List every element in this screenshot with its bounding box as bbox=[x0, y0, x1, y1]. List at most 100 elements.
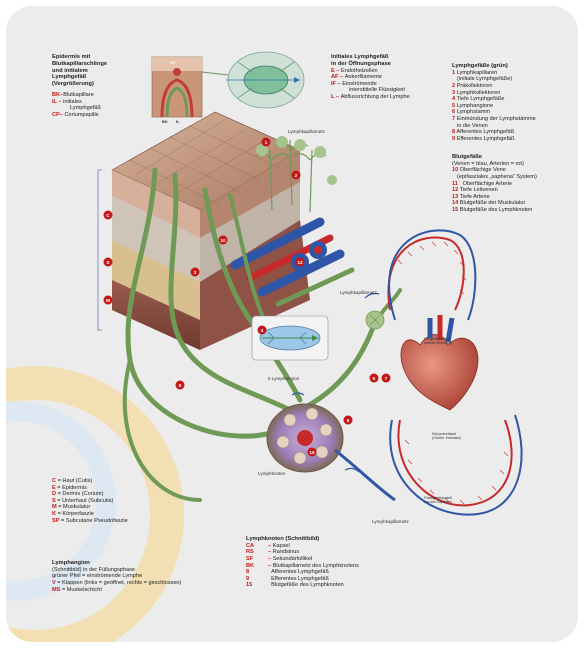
svg-text:1: 1 bbox=[265, 140, 268, 146]
marker-1: 1 bbox=[262, 138, 271, 147]
lymph-node-title: Lymphknoten (Schnittbild) bbox=[246, 536, 396, 543]
blood-legend-12: 12 Tiefe Leitvenen bbox=[452, 187, 572, 194]
label-koerperkreislauf-2: (Großer Kreislauf) bbox=[432, 436, 461, 440]
blood-legend-sub: (Venen = blau, Arterien = rot) bbox=[452, 161, 572, 168]
node-legend-sf: SF– Sekundärfollikel bbox=[246, 556, 396, 563]
blood-legend-title: Blutgefäße bbox=[452, 154, 572, 161]
lymph-legend-6: 6 Lymphstamm bbox=[452, 109, 562, 116]
lymph-legend-block: Lymphgefäße (grün) 1 Lymphkapillaren (in… bbox=[452, 63, 562, 142]
lymphangion-inset bbox=[252, 316, 328, 360]
label-cp: CP bbox=[170, 60, 176, 65]
lymph-node-block: Lymphknoten (Schnittbild) CA– Kapsel RS–… bbox=[246, 536, 396, 589]
lymph-legend-2: 2 Präkollektoren bbox=[452, 83, 562, 90]
layer-bracket bbox=[98, 170, 102, 330]
epidermis-title-2: Blutkapillarschlinge bbox=[52, 61, 142, 68]
label-lymphkapillarnetz-top: Lymphkapillarnetz bbox=[288, 129, 325, 134]
svg-text:10: 10 bbox=[220, 238, 226, 244]
layers-legend-sp: SP = Subcutane Pseudofaszie bbox=[52, 518, 172, 525]
initial-legend-e: E – Endothelzellen bbox=[331, 68, 441, 75]
marker-4: 4 bbox=[258, 326, 267, 335]
initial-legend-if: IF – Einströmende bbox=[331, 81, 441, 88]
epidermis-magnification bbox=[152, 57, 202, 117]
label-lungenkreislauf-2: (kleiner Kreislauf) bbox=[424, 341, 452, 345]
lymph-legend-4: 4 Tiefe Lymphgefäße bbox=[452, 96, 562, 103]
marker-6: 6 bbox=[370, 374, 379, 383]
marker-S: S bbox=[104, 258, 113, 267]
lymph-legend-7-cont: in die Venen bbox=[452, 123, 562, 130]
marker-8: 8 bbox=[176, 381, 185, 390]
blood-legend-10-cont: (epifasziales „saphena“ System) bbox=[452, 174, 572, 181]
node-legend-8: 8 Afferentes Lymphgefäß bbox=[246, 569, 396, 576]
svg-text:15: 15 bbox=[309, 450, 315, 456]
epidermis-block: Epidermis mit Blutkapillarschlinge und i… bbox=[52, 54, 142, 118]
label-lymphkapillarnetz-mid: Lymphkapillarnetz bbox=[340, 290, 377, 295]
blood-legend-11: 11 Oberflächige Arterie bbox=[452, 181, 572, 188]
label-fluessig-2: aus den Kapillaren bbox=[424, 500, 452, 504]
blood-legend-13: 13 Tiefe Arterie bbox=[452, 194, 572, 201]
lymph-legend-8: 8 Afferentes Lymphgefäß bbox=[452, 129, 562, 136]
epidermis-title-5: (Vergrößerung) bbox=[52, 81, 142, 88]
lymph-legend-7: 7 Einmündung der Lymphstämme bbox=[452, 116, 562, 123]
blood-legend-15: 15 Blutgefäße des Lymphknoten bbox=[452, 207, 572, 214]
epidermis-legend-il-cont: Lymphgefäß bbox=[52, 105, 142, 112]
lymphangion-block: Lymphangion (Schnittbild) in der Füllung… bbox=[52, 560, 232, 593]
epidermis-legend-il: IL – initiales bbox=[52, 99, 142, 106]
label-bk: BK bbox=[162, 119, 168, 124]
lymph-legend-5: 5 Lymphangione bbox=[452, 103, 562, 110]
blood-legend-10: 10 Oberflächige Vene bbox=[452, 167, 572, 174]
initial-lymph-vessel-magnification bbox=[226, 52, 304, 108]
svg-text:8: 8 bbox=[179, 383, 182, 389]
node-legend-ca: CA– Kapsel bbox=[246, 543, 396, 550]
lymph-legend-1-cont: (initiale Lymphgefäße) bbox=[452, 76, 562, 83]
epidermis-title-1: Epidermis mit bbox=[52, 54, 142, 61]
marker-15: 15 bbox=[308, 448, 317, 457]
heart bbox=[401, 315, 478, 410]
layers-legend-d: D = Dermis (Corium) bbox=[52, 491, 172, 498]
layers-legend-block: C = Haut (Cutis) E = Epidermis D = Dermi… bbox=[52, 478, 172, 524]
label-lymphangion: 5 Lymphangion bbox=[268, 376, 299, 381]
marker-M: M bbox=[104, 296, 113, 305]
lymph-capillary-network-right bbox=[366, 311, 384, 329]
layers-legend-e: E = Epidermis bbox=[52, 485, 172, 492]
initial-title-2: in der Öffnungsphase bbox=[331, 61, 441, 68]
svg-text:M: M bbox=[106, 298, 110, 304]
node-legend-9: 9 Efferentes Lymphgefäß bbox=[246, 576, 396, 583]
initial-legend-l: L – Abflussrichtung der Lymphe bbox=[331, 94, 441, 101]
lymph-legend-1: 1 Lymphkapillaren bbox=[452, 70, 562, 77]
svg-text:12: 12 bbox=[297, 260, 303, 266]
lymph-legend-title: Lymphgefäße (grün) bbox=[452, 63, 562, 70]
lymphangion-title: Lymphangion bbox=[52, 560, 232, 567]
blood-legend-block: Blutgefäße (Venen = blau, Arterien = rot… bbox=[452, 154, 572, 214]
layers-legend-k: K = Körperfaszie bbox=[52, 511, 172, 518]
lymphangion-legend-v: V = Klappen (links = geöffnet, rechts = … bbox=[52, 580, 232, 587]
layers-legend-m: M = Muskulatur bbox=[52, 504, 172, 511]
marker-7: 7 bbox=[382, 374, 391, 383]
svg-text:C: C bbox=[106, 213, 110, 219]
initial-vessel-block: Initiales Lymphgefäß in der Öffnungsphas… bbox=[331, 54, 441, 101]
lymphangion-legend-ms: MS = Muskelschicht bbox=[52, 587, 232, 594]
marker-3: 3 bbox=[191, 268, 200, 277]
epidermis-title-3: und initialem bbox=[52, 68, 142, 75]
label-lymphkapillarnetz-bottom: Lymphkapillarnetz bbox=[372, 519, 409, 524]
layers-legend-c: C = Haut (Cutis) bbox=[52, 478, 172, 485]
node-legend-bk: BK– Blutkapillarnetz des Lymphknotens bbox=[246, 563, 396, 570]
svg-text:2: 2 bbox=[295, 173, 298, 179]
initial-legend-if-cont: interstitielle Flüssigkeit bbox=[331, 87, 441, 94]
initial-title-1: Initiales Lymphgefäß bbox=[331, 54, 441, 61]
label-il: IL bbox=[176, 119, 180, 124]
initial-legend-af: AF – Ankerfilamente bbox=[331, 74, 441, 81]
node-legend-rs: RS– Randsinus bbox=[246, 549, 396, 556]
lymph-legend-3: 3 Lymphkollektoren bbox=[452, 90, 562, 97]
svg-text:7: 7 bbox=[385, 376, 388, 382]
svg-text:9: 9 bbox=[347, 418, 350, 424]
blood-legend-14: 14 Blutgefäße der Muskulatur bbox=[452, 200, 572, 207]
lymph-node bbox=[267, 404, 395, 500]
marker-C: C bbox=[104, 211, 113, 220]
lymphangion-line-1: (Schnittbild) in der Füllungsphase bbox=[52, 567, 232, 574]
marker-12: 12 bbox=[296, 258, 305, 267]
epidermis-title-4: Lymphgefäß bbox=[52, 74, 142, 81]
marker-2: 2 bbox=[292, 171, 301, 180]
svg-text:4: 4 bbox=[261, 328, 264, 334]
epidermis-legend-bk: BK–Blutkapillare bbox=[52, 92, 142, 99]
marker-10: 10 bbox=[219, 236, 228, 245]
